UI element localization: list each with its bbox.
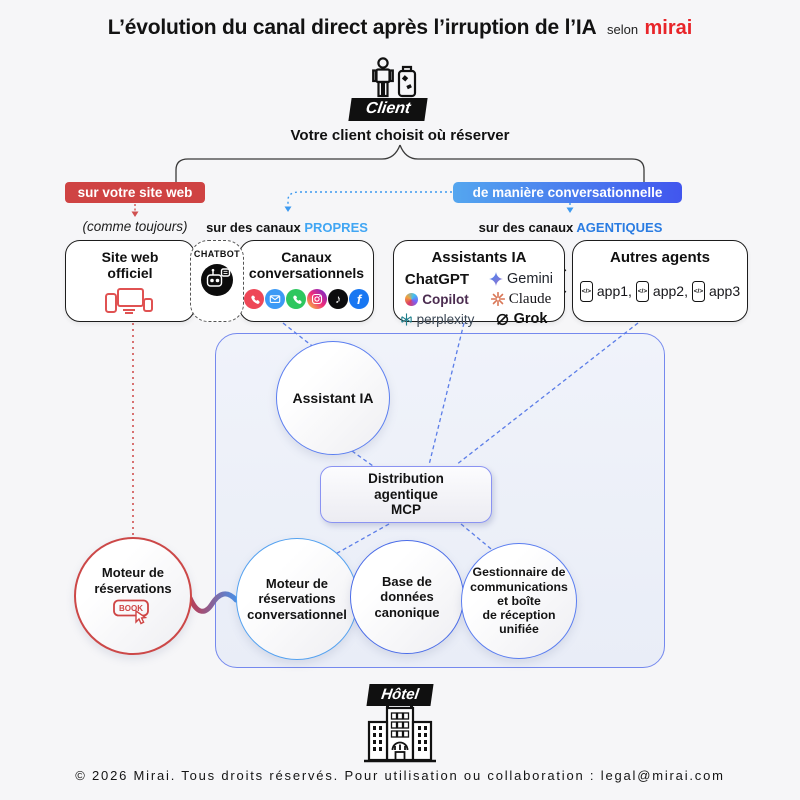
mcp-distribution-box: Distribution agentique MCP xyxy=(320,466,492,523)
conv-to-propres-line xyxy=(287,191,452,206)
whatsapp-icon xyxy=(286,289,306,310)
copilot-label: Copilot xyxy=(422,291,469,307)
site-web-box: Site web officiel xyxy=(65,240,195,322)
conversational-engine-label: Moteur de réservations conversationnel xyxy=(247,576,347,622)
booking-engine-label: Moteur de réservations xyxy=(94,564,172,596)
agent-phone-icon: </> xyxy=(635,280,649,302)
client-person-icon xyxy=(372,57,417,98)
comme-toujours-note: (comme toujours) xyxy=(82,219,188,234)
canonical-database-label: Base de données canonique xyxy=(374,574,440,620)
assistant-claude: Claude xyxy=(482,290,560,309)
perplexity-icon xyxy=(400,313,412,326)
hotel-building-icon xyxy=(364,706,436,763)
propres-arrow-head xyxy=(284,206,292,212)
chatbot-box: CHATBOT xyxy=(190,240,244,322)
copilot-icon xyxy=(405,292,419,306)
conversational-branch-badge: de manière conversationnelle xyxy=(453,182,682,203)
agentiques-prefix: sur des canaux xyxy=(478,220,577,235)
channel-icons-row: ♪ f xyxy=(244,289,369,310)
agents-title: Autres agents xyxy=(609,249,711,266)
hotel-sign-post xyxy=(386,703,389,709)
canonical-database-circle: Base de données canonique xyxy=(350,540,464,654)
grok-label: Grok xyxy=(513,311,548,328)
agentiques-arrow-head xyxy=(566,207,574,213)
title-text: L’évolution du canal direct après l’irru… xyxy=(107,16,597,39)
chatbot-label: CHATBOT xyxy=(193,249,241,259)
claude-icon xyxy=(490,292,505,307)
propres-prefix: sur des canaux xyxy=(206,220,305,235)
facebook-icon: f xyxy=(349,289,369,310)
canaux-propres-label: sur des canaux PROPRES xyxy=(192,220,382,235)
perplexity-label: perplexity xyxy=(416,311,475,327)
autres-agents-box: Autres agents </> app1, </> app2, </> ap… xyxy=(572,240,748,322)
grok-icon xyxy=(496,313,508,325)
unified-inbox-circle: Gestionnaire de communications et boîte … xyxy=(461,543,577,659)
claude-label: Claude xyxy=(508,290,552,307)
email-icon xyxy=(265,289,285,310)
assistants-ia-box: Assistants IA ChatGPT Gemini Copilot Cla… xyxy=(393,240,565,327)
assistant-ia-label: Assistant IA xyxy=(292,390,374,406)
agent-app2-label: app2, xyxy=(652,283,688,300)
assistant-grok: Grok xyxy=(482,310,560,329)
split-bracket xyxy=(175,144,645,182)
assistants-grid: ChatGPT Gemini Copilot Claude perplexity… xyxy=(398,270,560,329)
conversational-engine-circle: Moteur de réservations conversationnel xyxy=(236,538,358,660)
phone-icon xyxy=(244,289,264,310)
instagram-icon xyxy=(307,289,327,310)
title-selon: selon xyxy=(606,22,639,37)
tiktok-icon: ♪ xyxy=(328,289,348,310)
assistants-title: Assistants IA xyxy=(431,249,527,266)
agent-phone-icon: </> xyxy=(579,280,593,302)
chatbot-robot-icon xyxy=(201,264,233,296)
hotel-badge: Hôtel xyxy=(366,684,434,706)
assistant-chatgpt: ChatGPT xyxy=(398,270,476,289)
unified-inbox-label: Gestionnaire de communications et boîte … xyxy=(470,565,568,637)
canaux-conversationnels-box: Canaux conversationnels ♪ f xyxy=(239,240,374,322)
site-web-title: Site web officiel xyxy=(101,249,159,281)
page-title: L’évolution du canal direct après l’irru… xyxy=(0,16,800,40)
propres-word: PROPRES xyxy=(304,220,368,235)
svg-text:BOOK: BOOK xyxy=(119,604,143,613)
mcp-label: Distribution agentique MCP xyxy=(368,471,444,518)
chatgpt-label: ChatGPT xyxy=(404,270,470,288)
website-branch-badge: sur votre site web xyxy=(65,182,205,203)
assistant-gemini: Gemini xyxy=(482,270,560,289)
agents-row: </> app1, </> app2, </> app3 xyxy=(579,280,741,302)
agent-app1-label: app1, xyxy=(596,283,632,300)
gemini-label: Gemini xyxy=(507,271,553,288)
footer-copyright: © 2026 Mirai. Tous droits réservés. Pour… xyxy=(75,768,725,783)
gemini-icon xyxy=(489,272,504,287)
assistant-copilot: Copilot xyxy=(398,290,476,309)
booking-engine-circle: Moteur de réservations BOOK xyxy=(74,537,192,655)
canaux-agentiques-label: sur des canaux AGENTIQUES xyxy=(468,220,673,235)
devices-icon xyxy=(105,288,153,315)
client-caption: Votre client choisit où réserver xyxy=(290,127,510,144)
assistant-ia-circle: Assistant IA xyxy=(276,341,390,455)
red-arrow-head xyxy=(131,211,139,217)
book-button-icon: BOOK xyxy=(113,599,149,625)
agent-phone-icon: </> xyxy=(691,280,705,302)
assistant-perplexity: perplexity xyxy=(398,310,476,329)
brand-logo-text: mirai xyxy=(644,17,693,39)
agentiques-word: AGENTIQUES xyxy=(576,220,663,235)
agent-app3-label: app3 xyxy=(708,283,741,300)
canaux-title: Canaux conversationnels xyxy=(248,249,365,281)
client-badge: Client xyxy=(348,98,428,121)
hotel-sign-post xyxy=(410,703,413,709)
